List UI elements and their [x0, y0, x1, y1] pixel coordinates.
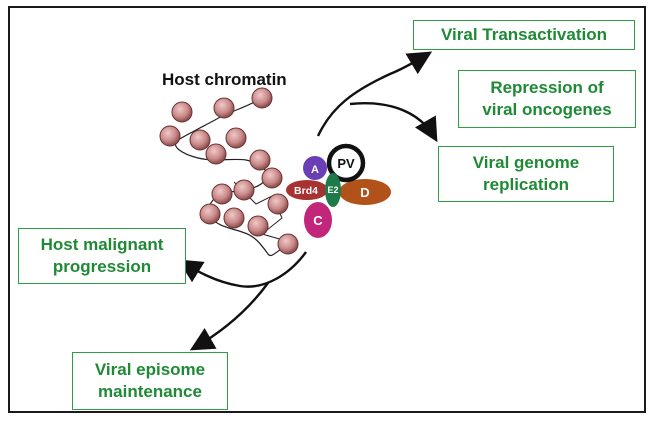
protein-c-label: C	[313, 213, 323, 228]
protein-e2	[325, 173, 341, 207]
diagram-frame: D PV A Brd4 E2 C Host chromatin Viral Tr…	[8, 6, 646, 413]
malignant-line2: progression	[52, 257, 152, 276]
arrow-to-episome	[189, 282, 269, 351]
nucleosome	[261, 167, 283, 189]
arrow-to-transactivation	[316, 51, 433, 137]
host-chromatin-label: Host chromatin	[162, 70, 287, 89]
nucleosome	[267, 193, 289, 215]
viral-transactivation-box: Viral Transactivation	[413, 20, 635, 50]
nucleosome	[189, 129, 211, 151]
episome-line2: maintenance	[98, 382, 202, 401]
protein-brd4	[286, 180, 328, 200]
viral-transactivation-text: Viral Transactivation	[441, 25, 607, 44]
protein-e2-label: E2	[327, 185, 338, 195]
repression-line2: viral oncogenes	[482, 100, 612, 119]
malignant-line1: Host malignant	[40, 235, 164, 254]
episome-box: Viral episome maintenance	[72, 352, 228, 410]
repression-box: Repression of viral oncogenes	[458, 70, 636, 128]
nucleosome	[233, 179, 255, 201]
arrow-to-replication	[349, 102, 438, 143]
nucleosome	[225, 127, 247, 149]
pv-genome	[326, 143, 366, 183]
nucleosome	[205, 143, 227, 165]
replication-line1: Viral genome	[472, 153, 580, 172]
nucleosome	[247, 215, 269, 237]
protein-complex: D PV A Brd4 E2 C	[286, 143, 391, 238]
nucleosome	[249, 149, 271, 171]
nucleosome-cluster	[159, 87, 299, 255]
nucleosome	[199, 203, 221, 225]
protein-a-label: A	[311, 164, 319, 176]
nucleosome	[223, 207, 245, 229]
repression-line1: Repression of	[490, 78, 604, 97]
replication-box: Viral genome replication	[438, 146, 614, 202]
episome-line1: Viral episome	[94, 360, 206, 379]
nucleosome	[277, 233, 299, 255]
protein-brd4-label: Brd4	[294, 185, 318, 197]
nucleosome	[171, 101, 193, 123]
nucleosome	[251, 87, 273, 109]
nucleosome	[159, 125, 181, 147]
malignant-box: Host malignant progression	[18, 228, 186, 284]
protein-d	[339, 179, 391, 205]
protein-c	[304, 202, 332, 238]
nucleosome	[211, 183, 233, 205]
protein-a	[303, 156, 327, 180]
protein-d-label: D	[360, 185, 369, 200]
chromatin-diagram: D PV A Brd4 E2 C	[159, 51, 438, 351]
pv-label: PV	[337, 156, 355, 171]
replication-line2: replication	[483, 175, 569, 194]
nucleosome	[213, 97, 235, 119]
arrow-to-malignant	[177, 251, 307, 288]
